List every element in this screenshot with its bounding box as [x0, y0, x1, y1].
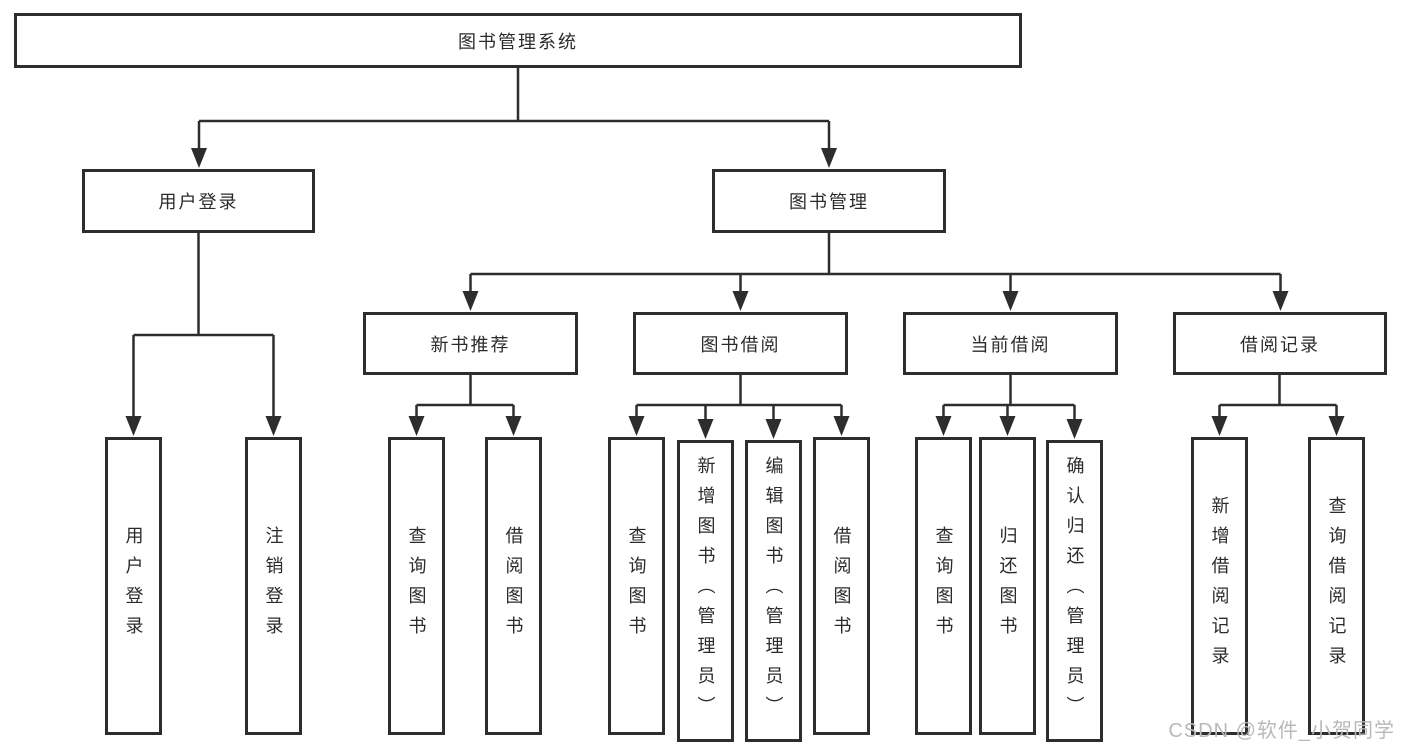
arrowhead [125, 416, 142, 436]
arrowhead [1002, 291, 1019, 311]
leaf-records-add-record: 新增借阅记录 [1191, 437, 1248, 735]
node-root-system: 图书管理系统 [14, 13, 1022, 68]
leaf-label: 查询图书 [933, 526, 954, 646]
arrowhead [697, 419, 714, 439]
node-user-login: 用户登录 [82, 169, 315, 233]
node-borrowing-records: 借阅记录 [1173, 312, 1387, 375]
leaf-label: 新增借阅记录 [1209, 496, 1230, 676]
arrowhead [833, 416, 850, 436]
leaf-borrowing-edit-books-admin: 编辑图书（管理员） [745, 440, 802, 742]
leaf-label: 新增图书（管理员） [695, 456, 716, 726]
leaf-label: 用户登录 [123, 526, 144, 646]
arrowhead [1066, 419, 1083, 439]
watermark-text: CSDN @软件_小贺同学 [1168, 720, 1395, 742]
arrowhead [765, 419, 782, 439]
leaf-user-login: 用户登录 [105, 437, 162, 735]
node-new-book-recommend: 新书推荐 [363, 312, 578, 375]
connector-newbook-to-leaves [415, 375, 515, 422]
leaf-label: 归还图书 [997, 526, 1018, 646]
arrowhead [1328, 416, 1345, 436]
node-current-borrowing: 当前借阅 [903, 312, 1118, 375]
leaf-logout: 注销登录 [245, 437, 302, 735]
leaf-recommend-query-books: 查询图书 [388, 437, 445, 735]
connector-paths [132, 68, 1338, 425]
leaf-borrowing-add-books-admin: 新增图书（管理员） [677, 440, 734, 742]
leaf-label: 确认归还（管理员） [1064, 456, 1085, 726]
leaf-label: 借阅图书 [503, 526, 524, 646]
leaf-current-return-books: 归还图书 [979, 437, 1036, 735]
leaf-label: 查询图书 [626, 526, 647, 646]
arrowhead [732, 291, 749, 311]
arrowhead [505, 416, 522, 436]
connector-root-to-level1 [197, 68, 831, 155]
connector-userlogin-to-leaves [132, 233, 275, 422]
arrowhead [1272, 291, 1289, 311]
leaf-label: 注销登录 [263, 526, 284, 646]
connector-borrow-to-leaves [635, 375, 843, 425]
arrowhead [999, 416, 1016, 436]
arrowhead [191, 148, 207, 168]
leaf-label: 查询图书 [406, 526, 427, 646]
leaf-label: 查询借阅记录 [1326, 496, 1347, 676]
leaf-label: 编辑图书（管理员） [763, 456, 784, 726]
arrowhead [462, 291, 479, 311]
arrowhead [935, 416, 952, 436]
arrowhead [821, 148, 837, 168]
leaf-records-query-record: 查询借阅记录 [1308, 437, 1365, 735]
arrowhead [1211, 416, 1228, 436]
leaf-current-confirm-return-admin: 确认归还（管理员） [1046, 440, 1103, 742]
leaf-recommend-borrow-books: 借阅图书 [485, 437, 542, 735]
leaf-label: 借阅图书 [831, 526, 852, 646]
arrowheads [125, 148, 1345, 439]
leaf-borrowing-borrow-books: 借阅图书 [813, 437, 870, 735]
connector-bookmgmt-to-level2 [469, 233, 1282, 296]
connector-current-to-leaves [942, 375, 1076, 425]
node-book-borrowing: 图书借阅 [633, 312, 848, 375]
arrowhead [408, 416, 425, 436]
leaf-borrowing-query-books: 查询图书 [608, 437, 665, 735]
connector-record-to-leaves [1218, 375, 1338, 422]
node-book-management: 图书管理 [712, 169, 946, 233]
leaf-current-query-books: 查询图书 [915, 437, 972, 735]
arrowhead [628, 416, 645, 436]
arrowhead [265, 416, 282, 436]
